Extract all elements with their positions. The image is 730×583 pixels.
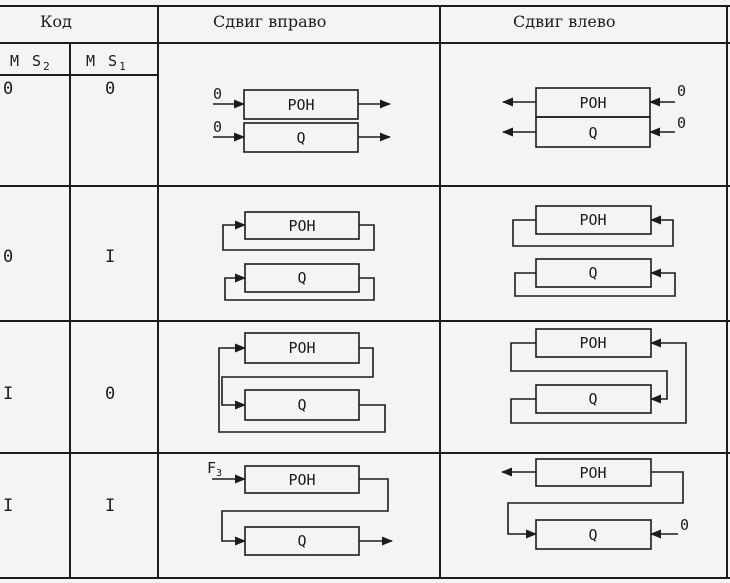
cross-loop-line: [221, 347, 374, 410]
row2-ms2-value: 0: [3, 247, 15, 267]
ron-label: РОН: [287, 96, 314, 114]
ron-label: РОН: [579, 334, 606, 352]
loop-line: [224, 273, 375, 301]
ron-label: РОН: [288, 339, 315, 357]
loop-line: [514, 268, 676, 297]
zero-input-label: 0: [680, 516, 689, 534]
chain-line: [221, 478, 389, 546]
row3-ms2-value: I: [3, 384, 15, 404]
f3-input-label: F3: [207, 459, 222, 479]
ron-label: РОН: [579, 464, 606, 482]
q-label: Q: [588, 124, 597, 142]
shift-right-header: Сдвиг вправо: [213, 12, 327, 31]
loop-line: [222, 220, 375, 251]
row2-ms1-value: I: [105, 247, 117, 267]
loop-line: [512, 215, 674, 247]
row1-ms1-value: 0: [105, 79, 117, 99]
ron-label: РОН: [288, 471, 315, 489]
cross-loop-line: [510, 342, 668, 404]
q-label: Q: [588, 264, 597, 282]
cross-loop-line: [510, 338, 687, 424]
row4-ms2-value: I: [3, 496, 15, 516]
chain-line: [507, 471, 684, 539]
row1-ms2-value: 0: [3, 79, 15, 99]
ron-label: РОН: [579, 94, 606, 112]
row3-ms1-value: 0: [105, 384, 117, 404]
code-column-header: Код: [40, 12, 72, 31]
q-label: Q: [588, 390, 597, 408]
ms2-header: M S2: [10, 52, 52, 73]
q-label: Q: [588, 526, 597, 544]
zero-input-label: 0: [213, 118, 222, 136]
zero-input-label: 0: [677, 114, 686, 132]
row4-ms1-value: I: [105, 496, 117, 516]
zero-input-label: 0: [677, 82, 686, 100]
ms1-header: M S1: [86, 52, 128, 73]
cross-loop-line: [218, 343, 386, 433]
q-label: Q: [297, 532, 306, 550]
table-grid: [0, 5, 730, 579]
q-label: Q: [296, 129, 305, 147]
ron-label: РОН: [288, 217, 315, 235]
ron-label: РОН: [579, 211, 606, 229]
shift-left-header: Сдвиг влево: [513, 12, 616, 31]
q-label: Q: [297, 396, 306, 414]
zero-input-label: 0: [213, 85, 222, 103]
q-label: Q: [297, 269, 306, 287]
